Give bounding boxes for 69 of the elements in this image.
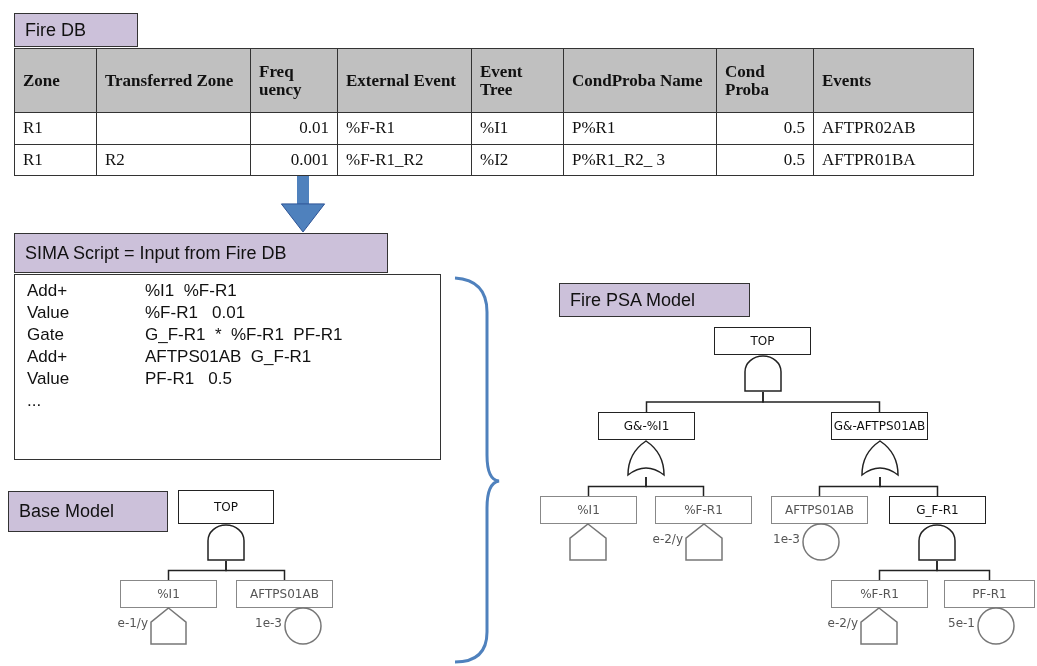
- table-cell-text: 0.5: [783, 149, 805, 169]
- section-header: Base Model: [8, 491, 168, 532]
- table-cell-text: %F-R1_R2: [346, 149, 424, 169]
- script-box: [14, 274, 441, 460]
- or-gate-symbol: [861, 440, 899, 477]
- table-cell-text: AFTPR02AB: [822, 118, 916, 138]
- table-cell-text: 0.001: [290, 149, 329, 169]
- basic-event-circle: [977, 607, 1015, 645]
- column-header: Freq uency: [259, 61, 302, 99]
- table-cell-text: R1: [23, 118, 43, 138]
- script-arguments: %I1 %F-R1: [145, 281, 238, 302]
- and-gate-symbol: [207, 524, 245, 561]
- column-header: Cond Proba: [725, 61, 770, 99]
- table-cell-text: %I2: [480, 149, 509, 169]
- probability-value: e-2/y: [652, 532, 683, 546]
- table-cell-text: P%R1: [572, 118, 616, 138]
- column-header: Transferred Zone: [105, 70, 234, 90]
- data-table: [14, 48, 973, 176]
- probability-value: 5e-1: [948, 616, 975, 630]
- script-command: Add+: [27, 281, 69, 302]
- script-arguments: PF-R1 0.5: [145, 369, 233, 390]
- house-event-symbol: [685, 524, 723, 561]
- table-cell-text: 0.01: [299, 118, 329, 138]
- or-gate-symbol: [627, 440, 665, 477]
- column-header: External Event: [346, 70, 457, 90]
- script-arguments: AFTPS01AB G_F-R1: [145, 347, 313, 368]
- script-arguments: G_F-R1 * %F-R1 PF-R1: [145, 325, 344, 346]
- and-gate-symbol: [918, 524, 956, 561]
- basic-event-box: %I1: [120, 580, 217, 608]
- script-command: Value: [27, 369, 71, 390]
- script-command: Gate: [27, 325, 65, 346]
- basic-event-box: PF-R1: [944, 580, 1035, 608]
- basic-event-box: %F-R1: [831, 580, 928, 608]
- probability-value: 1e-3: [773, 532, 800, 546]
- table-cell-text: 0.5: [783, 118, 805, 138]
- basic-event-box: %F-R1: [655, 496, 752, 524]
- basic-event-box: AFTPS01AB: [771, 496, 868, 524]
- house-event-symbol: [860, 608, 898, 645]
- basic-event-box: %I1: [540, 496, 637, 524]
- house-event-symbol: [150, 608, 187, 645]
- table-cell-text: R2: [105, 149, 125, 169]
- basic-event-box: AFTPS01AB: [236, 580, 333, 608]
- script-command: ...: [27, 391, 43, 412]
- probability-value: e-1/y: [117, 616, 148, 630]
- column-header: Zone: [23, 70, 60, 90]
- column-header: Events: [822, 70, 872, 90]
- basic-event-circle: [802, 523, 840, 561]
- column-header: CondProba Name: [572, 70, 703, 90]
- table-cell-text: R1: [23, 149, 43, 169]
- gate-event-box: G_F-R1: [889, 496, 986, 524]
- section-header: Fire DB: [14, 13, 138, 47]
- gate-event-box: G&-AFTPS01AB: [831, 412, 928, 440]
- house-event-symbol: [569, 524, 607, 561]
- probability-value: e-2/y: [827, 616, 858, 630]
- table-cell-text: AFTPR01BA: [822, 149, 916, 169]
- gate-event-box: G&-%I1: [598, 412, 695, 440]
- script-arguments: %F-R1 0.01: [145, 303, 247, 324]
- and-gate-symbol: [744, 355, 782, 392]
- probability-value: 1e-3: [255, 616, 282, 630]
- section-header: Fire PSA Model: [559, 283, 750, 317]
- table-cell-text: %F-R1: [346, 118, 396, 138]
- table-cell-text: %I1: [480, 118, 509, 138]
- column-header: Event Tree: [480, 61, 523, 99]
- script-command: Value: [27, 303, 71, 324]
- basic-event-circle: [284, 607, 322, 645]
- table-cell-text: P%R1_R2_ 3: [572, 149, 666, 169]
- script-command: Add+: [27, 347, 69, 368]
- gate-event-box: TOP: [714, 327, 811, 355]
- section-header: SIMA Script = Input from Fire DB: [14, 233, 388, 273]
